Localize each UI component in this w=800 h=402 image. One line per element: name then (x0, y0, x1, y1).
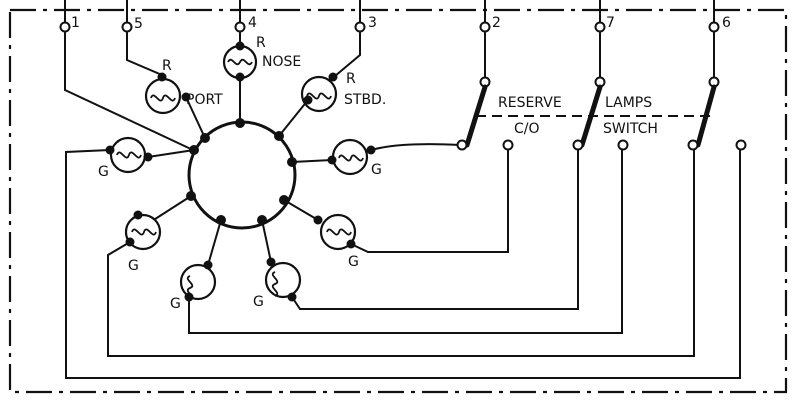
green-label-4: G (348, 254, 359, 270)
port-label: PORT (186, 92, 223, 108)
lamp-labels: R PORT R NOSE R STBD. G G G G G G (98, 35, 386, 312)
green-label-5: G (170, 296, 181, 312)
stbd-r-label: R (346, 71, 356, 87)
terminal-label-1: 1 (71, 15, 80, 31)
terminal-5 (121, 21, 133, 33)
return-wires (65, 143, 741, 379)
terminal-3 (354, 21, 366, 33)
nose-label: NOSE (262, 54, 301, 70)
terminal-1 (59, 21, 71, 33)
nose-r-label: R (256, 35, 266, 51)
terminal-label-3: 3 (368, 15, 377, 31)
green-label-3: G (128, 258, 139, 274)
green-label-6: G (253, 294, 264, 310)
terminal-4 (234, 21, 246, 33)
top-terminals: 1 5 4 3 2 7 6 (59, 0, 731, 33)
lamp-port (144, 72, 191, 115)
terminal-label-6: 6 (722, 15, 731, 31)
reserve-label: RESERVE (498, 95, 562, 111)
lamps-label: LAMPS (605, 95, 652, 111)
green-label-2: G (371, 162, 382, 178)
terminal-7 (594, 21, 606, 33)
ring-junctions (186, 118, 297, 225)
lamp-green-right-upper (327, 138, 376, 176)
terminal-6 (708, 21, 720, 33)
lamp-green-left-upper (105, 136, 153, 174)
lamp-green-bottom-left (179, 260, 217, 302)
lamp-green-left-lower (124, 210, 162, 251)
lamps-switch (456, 32, 747, 151)
switch-labels: RESERVE C/O LAMPS SWITCH (498, 95, 658, 137)
terminal-2 (479, 21, 491, 33)
stbd-label: STBD. (344, 92, 386, 108)
terminal-label-2: 2 (492, 15, 501, 31)
bus-spokes (137, 77, 333, 266)
terminal-label-5: 5 (134, 16, 143, 32)
co-label: C/O (514, 121, 540, 137)
switch-label: SWITCH (603, 121, 658, 137)
port-r-label: R (162, 58, 172, 74)
green-label-1: G (98, 164, 109, 180)
lamp-nose (222, 41, 258, 82)
terminal-label-4: 4 (248, 15, 257, 31)
lamp-green-right-lower (313, 213, 357, 251)
terminal-label-7: 7 (606, 15, 615, 31)
lamp-stbd (300, 72, 338, 113)
enclosure-border (8, 8, 788, 394)
lamp-green-bottom-right (264, 257, 302, 302)
